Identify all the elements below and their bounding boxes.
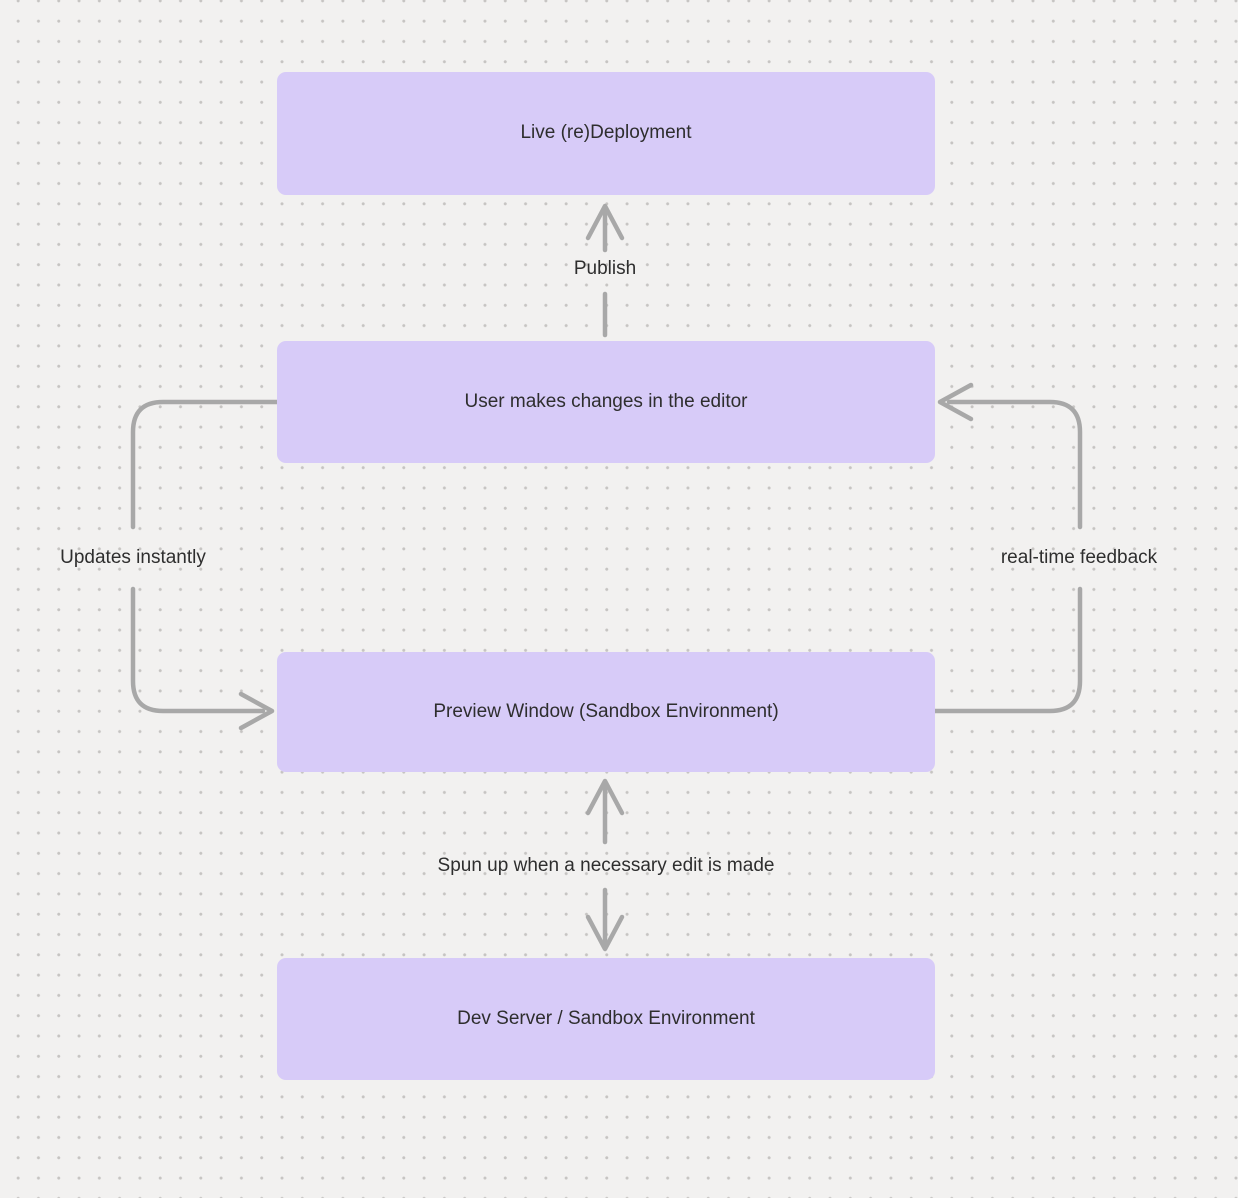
edge-label-spun-up: Spun up when a necessary edit is made: [437, 855, 775, 876]
arrowhead-up-icon: [585, 778, 625, 816]
arrowhead-up-icon: [585, 203, 625, 241]
arrowhead-right-icon: [238, 691, 275, 731]
node-user-editor[interactable]: User makes changes in the editor: [277, 341, 935, 463]
edge-feedback-segment-lower: [932, 586, 1083, 714]
edge-updates-segment-lower: [130, 586, 266, 714]
edge-label-updates-instantly: Updates instantly: [60, 547, 206, 568]
arrowhead-left-icon: [937, 382, 974, 422]
node-preview-window[interactable]: Preview Window (Sandbox Environment): [277, 652, 935, 772]
node-label: Dev Server / Sandbox Environment: [457, 1007, 755, 1029]
edge-updates-segment-upper: [130, 399, 280, 530]
node-dev-server[interactable]: Dev Server / Sandbox Environment: [277, 958, 935, 1080]
node-label: User makes changes in the editor: [464, 390, 748, 412]
arrowhead-down-icon: [585, 914, 625, 952]
edge-feedback-segment-upper: [946, 399, 1083, 530]
node-label: Live (re)Deployment: [520, 122, 692, 144]
edge-label-real-time-feedback: real-time feedback: [1000, 547, 1158, 568]
edge-label-publish: Publish: [573, 258, 637, 279]
node-label: Preview Window (Sandbox Environment): [433, 700, 779, 722]
node-live-redeployment[interactable]: Live (re)Deployment: [277, 72, 935, 195]
